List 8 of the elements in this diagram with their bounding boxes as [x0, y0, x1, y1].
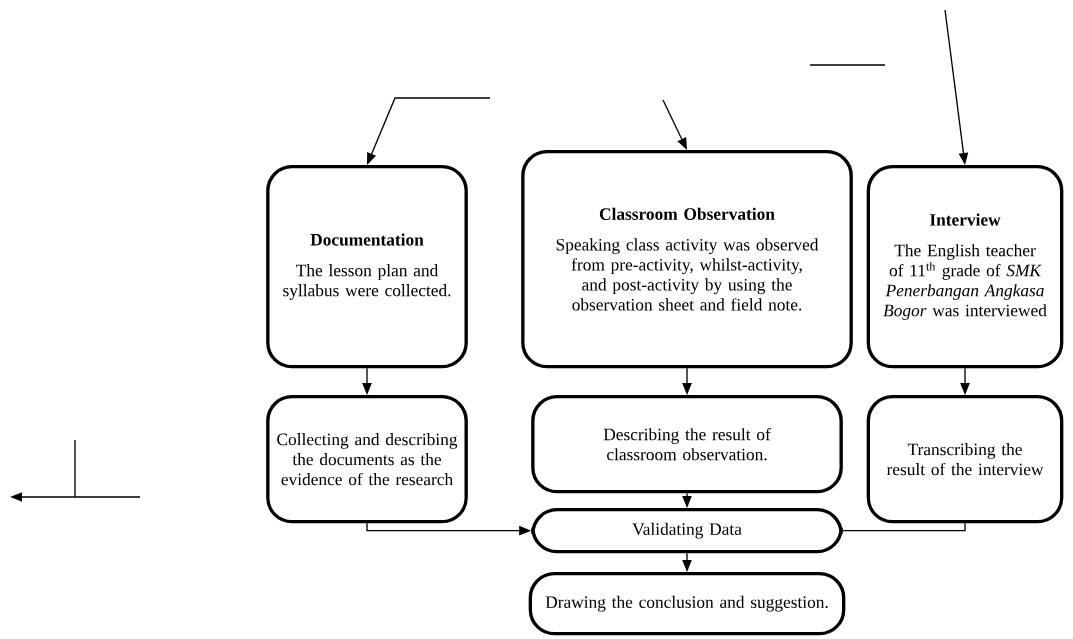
result-box: Transcribing the result of the interview	[866, 395, 1064, 524]
process-box: Drawing the conclusion and suggestion.	[528, 572, 846, 636]
source-box: Classroom Observation Speaking class activity was observed from pre-activity, whilst-activity, and post-activity by using the observation sheet and field note.	[521, 150, 853, 369]
process-box: Validating Data	[531, 508, 843, 554]
source-box: Documentation The lesson plan and syllabus were collected.	[266, 165, 468, 369]
result-box: Describing the result of classroom observation.	[531, 395, 843, 494]
result-box: Collecting and describing the documents as the evidence of the research	[266, 395, 468, 524]
source-box: Interview The English teacher of 11$^{th}$ grade of SMK Penerbangan Angkasa Bogor was interviewed	[866, 165, 1064, 369]
